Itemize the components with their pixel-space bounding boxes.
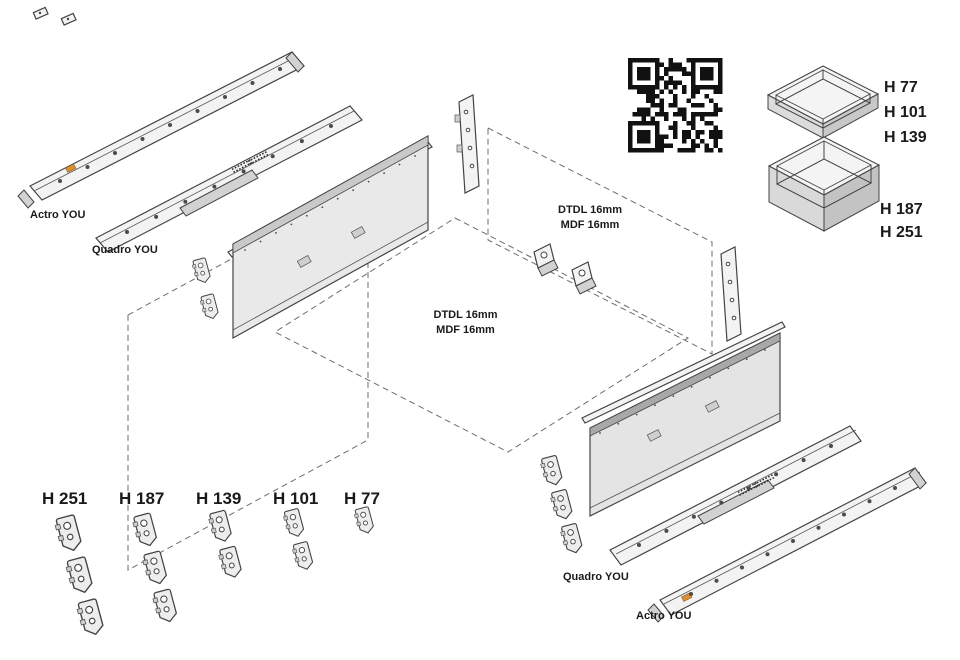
panel-clips-bottom — [538, 454, 584, 556]
bracket-label-h139: H 139 — [196, 489, 242, 508]
runner-label-quadro-top: Quadro YOU — [92, 244, 158, 256]
quadro-runner-bottom — [609, 425, 862, 566]
actro-runner-bottom — [647, 467, 927, 623]
drawer-profile-strip-bottom — [581, 321, 786, 424]
drawer-side-panel-top — [232, 134, 429, 340]
back-panel-dashed — [487, 127, 713, 355]
back-panel-label-line1: DTDL 16mm — [558, 204, 622, 216]
height-label-h77: H 77 — [884, 79, 918, 96]
runner-label-actro-top: Actro YOU — [30, 209, 86, 221]
actro-runner-top — [17, 51, 305, 209]
bottom-panel-label-line1: DTDL 16mm — [433, 309, 498, 321]
back-panel-connector-left — [454, 94, 480, 194]
back-panel-label-line2: MDF 16mm — [560, 219, 620, 231]
height-label-h139: H 139 — [884, 129, 927, 146]
height-label-h251: H 251 — [880, 224, 923, 241]
runner-label-quadro-bottom: Quadro YOU — [563, 571, 629, 583]
runner-label-actro-bottom: Actro YOU — [636, 610, 692, 622]
bracket-label-h101: H 101 — [273, 489, 319, 508]
back-panel-connector-right — [720, 246, 742, 342]
bottom-panel-label: DTDL 16mm MDF 16mm — [418, 308, 513, 338]
front-fixing-bracket-icons — [53, 505, 376, 638]
hole-pattern-dots — [58, 67, 897, 596]
panel-clips-top — [190, 257, 220, 322]
bracket-label-h251: H 251 — [42, 489, 88, 508]
bracket-label-h77: H 77 — [344, 489, 380, 508]
small-end-fittings — [32, 6, 77, 26]
panel-connector-brackets — [533, 243, 597, 295]
height-label-h187: H 187 — [880, 201, 923, 218]
bracket-label-h187: H 187 — [119, 489, 165, 508]
bottom-panel-label-line2: MDF 16mm — [436, 324, 495, 336]
bottom-panel-dashed — [273, 217, 690, 453]
quadro-runner-top — [95, 105, 363, 253]
qr-code — [628, 58, 723, 153]
back-panel-label: DTDL 16mm MDF 16mm — [545, 203, 635, 233]
height-label-h101: H 101 — [884, 104, 927, 121]
drawer-side-panel-bottom — [589, 332, 781, 517]
adjustment-lever-orange — [65, 163, 77, 173]
deep-drawer-box — [767, 136, 881, 232]
shallow-drawer-box — [766, 65, 880, 139]
